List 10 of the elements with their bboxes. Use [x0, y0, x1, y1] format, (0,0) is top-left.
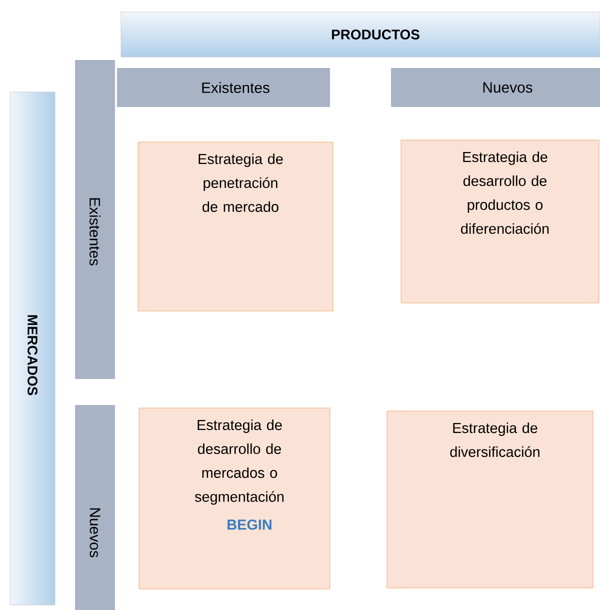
header-band: MERCADOS: [10, 92, 56, 606]
strategy-box: Estrategia de diversificación: [386, 410, 594, 588]
strategy-box: Estrategia de desarrollo de mercados o segmentación BEGIN: [138, 408, 330, 590]
row-header: Existentes: [75, 60, 115, 379]
strategy-box: Estrategia de penetración de mercado: [138, 142, 334, 312]
column-header: Existentes: [117, 68, 330, 107]
header-band: PRODUCTOS: [120, 12, 600, 58]
strategy-box: Estrategia de desarrollo de productos o diferenciación: [400, 140, 600, 304]
column-header: Nuevos: [391, 68, 600, 107]
row-header: Nuevos: [75, 405, 115, 610]
